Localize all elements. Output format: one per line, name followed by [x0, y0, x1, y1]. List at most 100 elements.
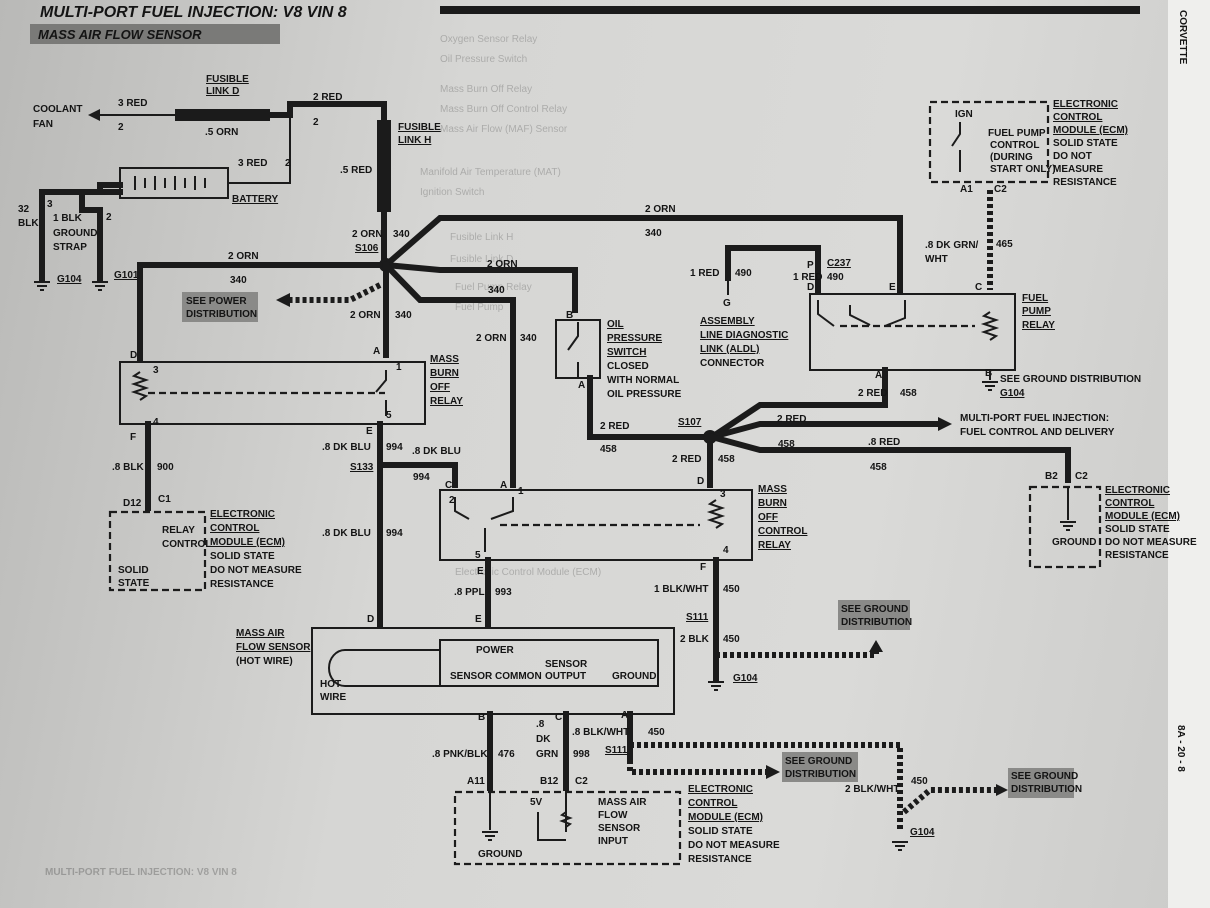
wire-to-ground-dist [627, 760, 766, 775]
page-title: MULTI-PORT FUEL INJECTION: V8 VIN 8 [40, 4, 347, 21]
splice-s111: S111 [686, 612, 709, 623]
fpr-label: FUEL [1022, 293, 1048, 304]
wire-2red: 2 RED [858, 388, 887, 399]
ecm-fuel-pump-control [928, 100, 1050, 184]
ecm-label: SOLID STATE [1105, 524, 1170, 535]
wire-900: 900 [157, 462, 174, 473]
wire-8pnkblk: .8 PNK/BLK [432, 749, 488, 760]
wire-450-g104 [630, 742, 903, 830]
wire-490: 490 [827, 272, 844, 283]
pin-label: 5 [386, 410, 392, 421]
mass-burn-off-control-relay[interactable] [439, 489, 753, 561]
arrow-right-icon [996, 784, 1008, 796]
pin-label: F [700, 562, 706, 573]
ground-label: GROUND [478, 849, 522, 860]
fusible-link-h [377, 120, 391, 212]
ground-icon [1060, 521, 1076, 531]
pin-label: 4 [723, 545, 729, 556]
fusible-d-label: LINK D [206, 86, 239, 97]
pin-label: C2 [575, 776, 588, 787]
ecm-ground-block [1028, 485, 1102, 569]
fusible-d-label: FUSIBLE [206, 74, 249, 85]
oil-label: CLOSED [607, 361, 649, 372]
wire-5orn: .5 ORN [205, 127, 238, 138]
ground-icon [482, 831, 498, 841]
bg-line: Mass Burn Off Relay [440, 84, 532, 95]
maf-label: FLOW SENSOR [236, 642, 311, 653]
wire-994: 994 [413, 472, 430, 483]
wire-450: 450 [648, 727, 665, 738]
pin-label: B12 [540, 776, 559, 787]
ground-g101: G101 [114, 270, 139, 281]
splice-s111: S111 [605, 745, 628, 756]
wire-490: 490 [735, 268, 752, 279]
wire-458: 458 [900, 388, 917, 399]
maf-input-label: INPUT [598, 836, 628, 847]
fpc-label: START ONLY) [990, 164, 1056, 175]
mpfi-label: FUEL CONTROL AND DELIVERY [960, 427, 1115, 438]
wire-458-oil [587, 375, 710, 440]
wire-340: 340 [393, 229, 410, 240]
pin-label: 2 [449, 495, 455, 506]
pin-label: D [697, 476, 704, 487]
maf-input-label: SENSOR [598, 823, 641, 834]
ecm-label: CONTROL [1053, 112, 1102, 123]
wire-1blkwht: 1 BLK/WHT [654, 584, 708, 595]
wire-476: 476 [498, 749, 515, 760]
mass-burn-off-relay[interactable] [119, 361, 426, 425]
arrow-left-icon [88, 109, 100, 121]
ecm-label: CONTROL [688, 798, 737, 809]
five-volt-label: 5V [530, 797, 543, 808]
mbocr-label: OFF [758, 512, 778, 523]
wire-8dkblu: .8 DK BLU [322, 442, 371, 453]
fuel-pump-relay[interactable] [809, 293, 1016, 371]
ecm-label: SOLID STATE [210, 551, 275, 562]
relay-label: MASS [430, 354, 459, 365]
pin-label: 4 [153, 417, 159, 428]
battery-pos-wire [228, 115, 291, 184]
see-ground-label: DISTRIBUTION [785, 769, 856, 780]
ground-g104: G104 [910, 827, 935, 838]
wire-2red: 2 RED [313, 92, 342, 103]
mbocr-coil-icon [706, 499, 726, 529]
see-ground-tag [1008, 768, 1074, 798]
wire-8dkgrn2: .8 [536, 719, 545, 730]
wire-1red: 1 RED [793, 272, 822, 283]
arrow-right-icon [938, 417, 952, 431]
fusible-link-d [175, 109, 270, 121]
pin-label: F [130, 432, 136, 443]
ecm-sub-label: RELAY [162, 525, 195, 536]
wire-2orn: 2 ORN [350, 310, 381, 321]
ecm-label: RESISTANCE [210, 579, 274, 590]
pin-label: 1 [396, 362, 402, 373]
fp-switch-icon [951, 122, 961, 172]
wire-994-mbocr [377, 462, 458, 488]
switch-icon [567, 322, 579, 378]
pin-label: A [621, 710, 628, 721]
pin-label: A [875, 370, 882, 381]
pin-label: P [807, 260, 814, 271]
ecm-input-circuit-icon [537, 792, 573, 841]
wire-340: 340 [395, 310, 412, 321]
pin-label: C2 [1075, 471, 1088, 482]
ground-g104: G104 [733, 673, 758, 684]
hot-wire-label: HOT [320, 679, 341, 690]
connector-c237: C237 [827, 258, 851, 269]
wire-458: 458 [778, 439, 795, 450]
wire-2blkwht: 2 BLK/WHT [845, 784, 899, 795]
pin-label: D [367, 614, 374, 625]
fpr-label: PUMP [1022, 306, 1051, 317]
hot-wire-label: WIRE [320, 692, 346, 703]
wire-8dkgrn: .8 DK GRN/ [925, 240, 979, 251]
ecm-label: SOLID STATE [688, 826, 753, 837]
maf-inner [439, 639, 659, 687]
maf-pin-output: SENSOR [545, 659, 588, 670]
pin-label: A [373, 346, 380, 357]
see-power-tag [182, 292, 258, 322]
ecm-label: DO NOT [1053, 151, 1092, 162]
ecm-label: DO NOT MEASURE [1105, 537, 1197, 548]
wire-450: 450 [911, 776, 928, 787]
ecm-label: CONTROL [210, 523, 259, 534]
maf-label: MASS AIR [236, 628, 285, 639]
